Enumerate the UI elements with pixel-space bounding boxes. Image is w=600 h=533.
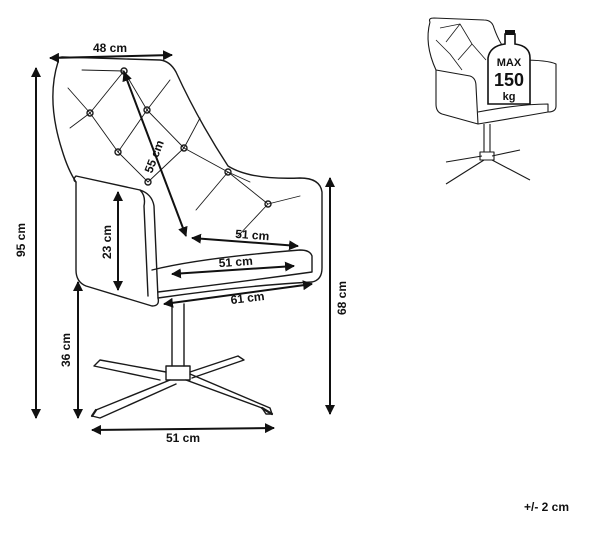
label-top-width: 48 cm: [93, 41, 127, 55]
tolerance-note: +/- 2 cm: [524, 500, 570, 514]
badge-unit: kg: [503, 91, 516, 103]
small-chair-drawing: [427, 17, 557, 185]
label-back-height: 55 cm: [142, 138, 167, 175]
label-arm-height: 68 cm: [335, 281, 349, 315]
arrow-top-width: [49, 50, 173, 63]
label-overall-width: 61 cm: [230, 289, 265, 307]
tufting-lines: [67, 69, 301, 237]
arrow-base-width: [91, 423, 275, 435]
label-seat-width: 51 cm: [218, 254, 253, 270]
chair-drawing: [52, 56, 323, 419]
arrow-seat-depth: [191, 233, 299, 251]
label-seat-height: 36 cm: [59, 333, 73, 367]
label-base-width: 51 cm: [166, 431, 200, 445]
backrest-outline: [55, 56, 323, 283]
badge-value: 150: [494, 70, 524, 90]
label-seat-depth: 51 cm: [235, 227, 270, 243]
weight-icon: [487, 33, 531, 105]
arrow-seat-width: [171, 261, 295, 279]
label-total-height: 95 cm: [14, 223, 28, 257]
backrest-left-edge: [52, 61, 77, 183]
label-armrest-height: 23 cm: [100, 225, 114, 259]
badge-max-label: MAX: [497, 57, 522, 69]
swivel-stem: [171, 303, 185, 367]
load-badge: MAX 150 kg: [487, 30, 531, 105]
left-armrest-inner: [139, 189, 149, 297]
arrow-overall-width: [163, 280, 313, 308]
arrow-back-height: [122, 71, 188, 237]
star-base: [90, 355, 274, 419]
dimension-arrows: [31, 50, 335, 435]
stem-collar: [165, 365, 191, 381]
tufting-buttons: [86, 67, 272, 208]
